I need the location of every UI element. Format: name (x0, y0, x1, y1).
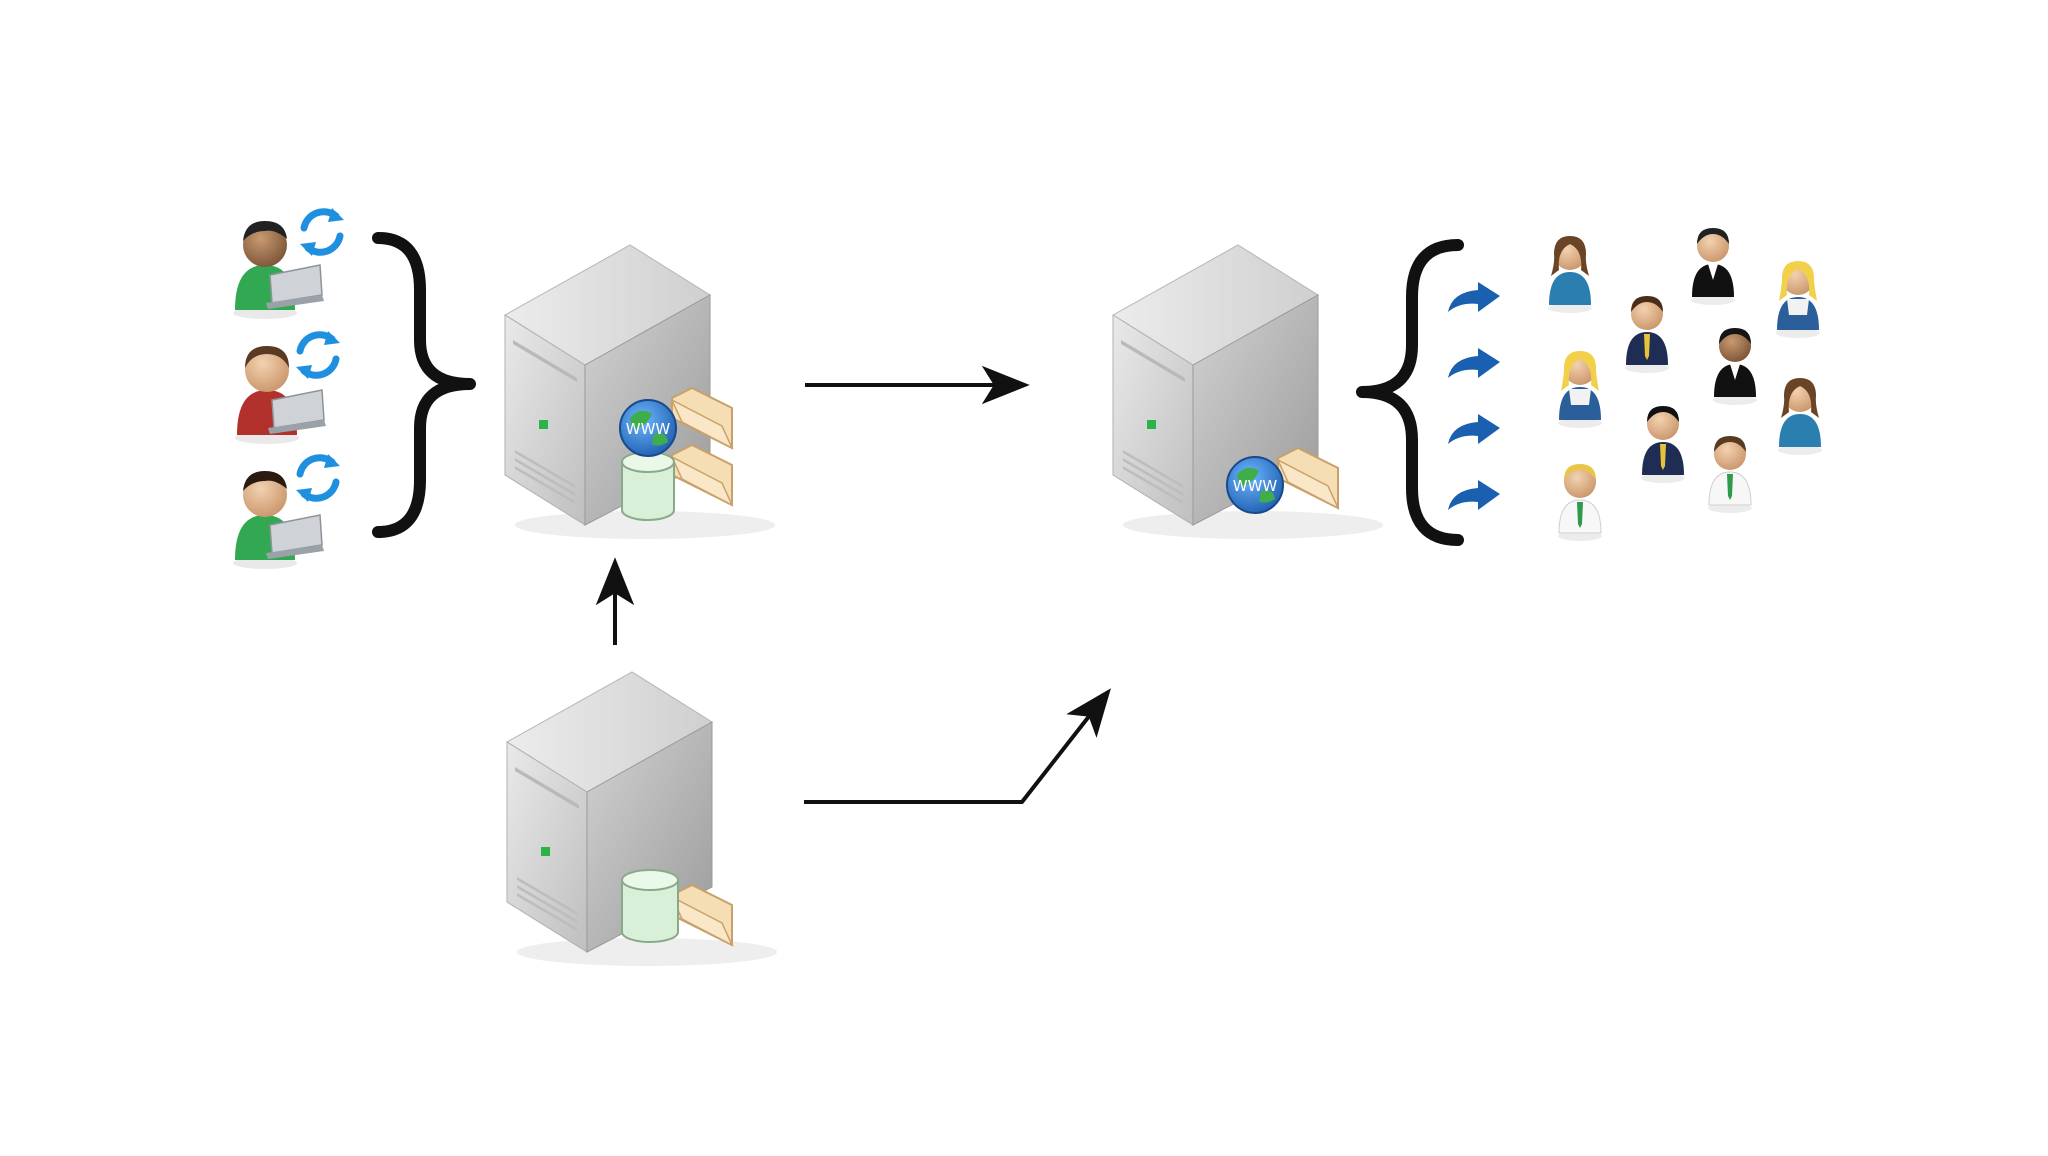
visitor-group (1548, 228, 1822, 541)
author-group (233, 208, 344, 569)
sync-to-public-arrow (804, 688, 1111, 804)
visitor-person-icon (1641, 406, 1685, 483)
folder-icon (670, 883, 734, 947)
incoming-request-arrows (1448, 282, 1500, 510)
visitor-person-icon (1778, 378, 1822, 455)
author-person-icon (235, 346, 326, 444)
visitor-person-icon (1548, 236, 1592, 313)
visitor-person-icon (1713, 328, 1757, 405)
database-icon (621, 451, 675, 521)
sync-icon (296, 331, 340, 379)
blue-curved-arrow-icon (1448, 480, 1500, 510)
publishing-server (1112, 244, 1383, 539)
power-led-icon (539, 420, 548, 429)
author-person-icon (233, 221, 324, 319)
globe-icon: WWW (1226, 456, 1284, 514)
visitor-person-icon (1691, 228, 1735, 305)
globe-icon: WWW (619, 399, 677, 457)
globe-label: WWW (1233, 477, 1278, 495)
folder-icon (1276, 446, 1340, 510)
visitor-person-icon (1558, 464, 1602, 541)
visitor-person-icon (1625, 296, 1669, 373)
visitor-person-icon (1558, 351, 1602, 428)
database-icon (621, 869, 679, 943)
power-led-icon (541, 847, 550, 856)
power-led-icon (1147, 420, 1156, 429)
visitor-person-icon (1708, 436, 1752, 513)
sync-icon (300, 208, 344, 256)
folder-icon (670, 443, 734, 507)
folder-icon (670, 386, 734, 450)
opening-brace (1356, 239, 1464, 546)
visitor-person-icon (1776, 261, 1820, 338)
author-person-icon (233, 471, 324, 569)
globe-label: WWW (626, 420, 671, 438)
blue-curved-arrow-icon (1448, 282, 1500, 312)
sync-icon (296, 454, 340, 502)
closing-brace (372, 232, 476, 538)
blue-curved-arrow-icon (1448, 414, 1500, 444)
blue-curved-arrow-icon (1448, 348, 1500, 378)
